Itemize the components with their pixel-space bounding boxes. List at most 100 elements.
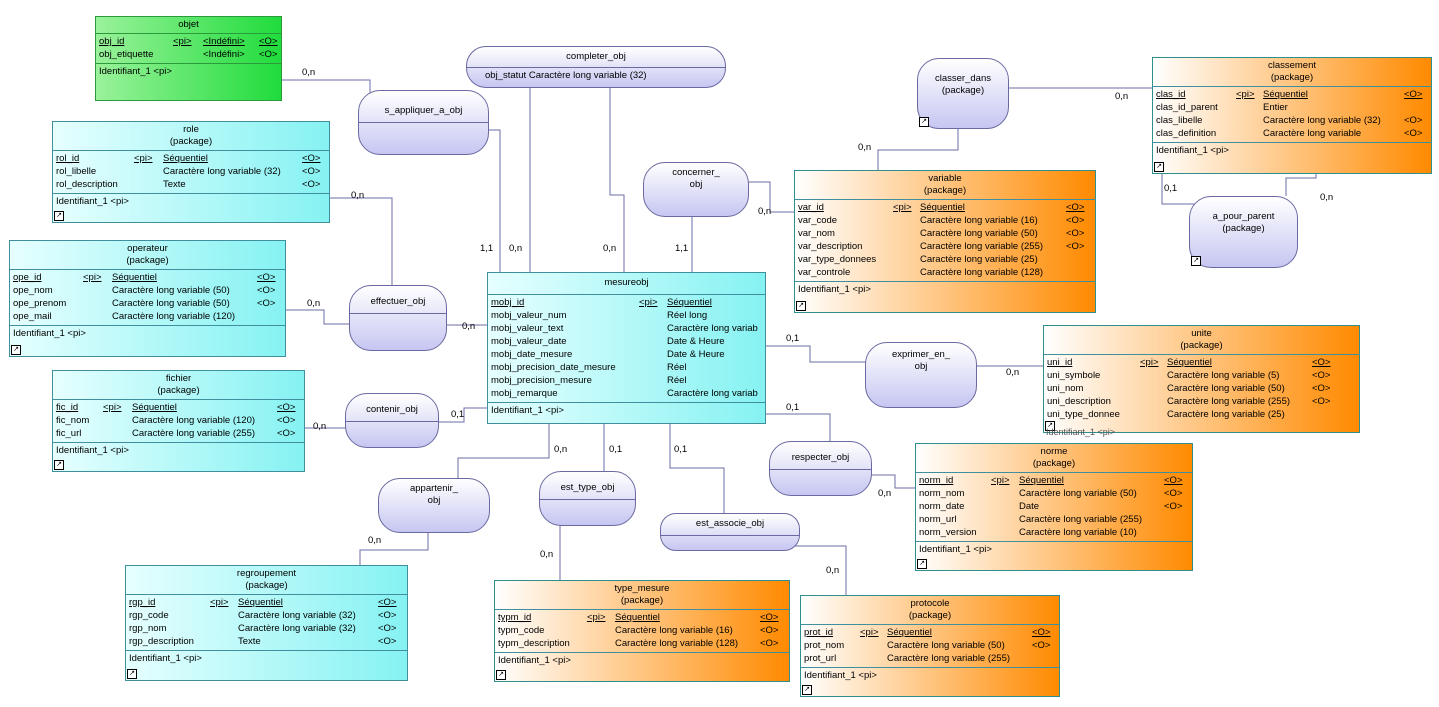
entity-title: type_mesure(package) xyxy=(495,581,789,610)
assoc-attribute: obj_statut Caractère long variable (32) xyxy=(467,67,725,84)
cardinality-label: 0,1 xyxy=(674,444,688,455)
cardinality-label: 0,n xyxy=(351,190,365,201)
link-variable-classer xyxy=(877,128,959,170)
link-role-effectuer xyxy=(330,197,393,286)
assoc-label: appartenir_obj xyxy=(409,483,459,506)
assoc-label: exprimer_en_obj xyxy=(891,349,951,372)
entity-title: regroupement(package) xyxy=(126,566,407,595)
entity-title: unite(package) xyxy=(1044,326,1359,355)
assoc-exprimer-en-obj[interactable]: exprimer_en_obj xyxy=(865,342,977,408)
cardinality-label: 1,1 xyxy=(480,243,494,254)
link-mesureobj-exprimer xyxy=(766,345,866,363)
entity-title: fichier(package) xyxy=(53,371,304,400)
entity-unite[interactable]: unite(package) uni_id<pi>Séquentiel<O> u… xyxy=(1043,325,1360,433)
entity-norme[interactable]: norme(package) norm_id<pi>Séquentiel<O> … xyxy=(915,443,1193,571)
assoc-label: respecter_obj xyxy=(791,452,850,463)
cardinality-label: 0,n xyxy=(603,243,617,254)
entity-title: objet xyxy=(96,17,281,34)
entity-classement[interactable]: classement(package) clas_id<pi>Séquentie… xyxy=(1152,57,1432,174)
assoc-classer-dans[interactable]: classer_dans(package) ↗ xyxy=(917,58,1009,129)
assoc-s-appliquer-a-obj[interactable]: s_appliquer_a_obj xyxy=(358,90,489,155)
entity-protocole[interactable]: protocole(package) prot_id<pi>Séquentiel… xyxy=(800,595,1060,697)
link-mesureobj-est-associe xyxy=(669,424,725,514)
assoc-respecter-obj[interactable]: respecter_obj xyxy=(769,441,872,496)
entity-operateur[interactable]: operateur(package) ope_id<pi>Séquentiel<… xyxy=(9,240,286,357)
entity-title: role(package) xyxy=(53,122,329,151)
cardinality-label: 0,n xyxy=(307,298,321,309)
assoc-label: a_pour_parent(package) xyxy=(1212,211,1275,234)
cardinality-label: 0,n xyxy=(540,549,554,560)
cardinality-label: 0,n xyxy=(758,206,772,217)
unite-truncated-identifier: Identifiant_1 <pi> xyxy=(1046,427,1116,437)
entity-title: operateur(package) xyxy=(10,241,285,270)
cardinality-label: 0,n xyxy=(878,488,892,499)
entity-identifier: Identifiant_1 <pi> xyxy=(491,405,564,416)
assoc-appartenir-obj[interactable]: appartenir_obj xyxy=(378,478,490,533)
cardinality-label: 0,1 xyxy=(786,333,800,344)
assoc-label: contenir_obj xyxy=(366,404,418,415)
assoc-concerner-obj[interactable]: concerner_obj xyxy=(643,162,749,217)
cardinality-label: 0,n xyxy=(462,321,476,332)
cardinality-label: 0,n xyxy=(554,444,568,455)
package-shortcut-icon: ↗ xyxy=(1191,256,1201,266)
cardinality-label: 0,1 xyxy=(1164,183,1178,194)
entity-title: variable(package) xyxy=(795,171,1095,200)
cardinality-label: 0,n xyxy=(509,243,523,254)
cardinality-label: 0,n xyxy=(858,142,872,153)
cardinality-label: 0,1 xyxy=(786,402,800,413)
package-shortcut-icon: ↗ xyxy=(496,670,506,680)
package-shortcut-icon: ↗ xyxy=(54,211,64,221)
assoc-effectuer-obj[interactable]: effectuer_obj xyxy=(349,285,447,351)
cardinality-label: 0,n xyxy=(1320,192,1334,203)
entity-identifier: Identifiant_1 <pi> xyxy=(56,445,129,456)
entity-identifier: Identifiant_1 <pi> xyxy=(129,653,202,664)
entity-identifier: Identifiant_1 <pi> xyxy=(56,196,129,207)
entity-title: classement(package) xyxy=(1153,58,1431,87)
cardinality-label: 1,1 xyxy=(675,243,689,254)
package-shortcut-icon: ↗ xyxy=(919,117,929,127)
entity-mesureobj[interactable]: mesureobj mobj_id<pi>Séquentiel mobj_val… xyxy=(487,272,766,424)
package-shortcut-icon: ↗ xyxy=(1045,421,1055,431)
package-shortcut-icon: ↗ xyxy=(796,301,806,311)
entity-identifier: Identifiant_1 <pi> xyxy=(798,284,871,295)
cardinality-label: 0,n xyxy=(368,535,382,546)
entity-variable[interactable]: variable(package) var_id<pi>Séquentiel<O… xyxy=(794,170,1096,313)
entity-identifier: Identifiant_1 <pi> xyxy=(804,670,877,681)
cardinality-label: 0,n xyxy=(1115,91,1129,102)
entity-role[interactable]: role(package) rol_id<pi>Séquentiel<O> ro… xyxy=(52,121,330,223)
entity-objet[interactable]: objet obj_id<pi><Indéfini><O> obj_etique… xyxy=(95,16,282,101)
entity-fields: obj_id<pi><Indéfini><O> obj_etiquette<In… xyxy=(96,34,281,64)
cardinality-label: 0,1 xyxy=(609,444,623,455)
assoc-label: s_appliquer_a_obj xyxy=(384,105,463,116)
entity-identifier: Identifiant_1 <pi> xyxy=(13,328,86,339)
entity-title: mesureobj xyxy=(488,273,765,295)
assoc-est-associe-obj[interactable]: est_associe_obj xyxy=(660,513,800,551)
assoc-completer-obj[interactable]: completer_obj obj_statut Caractère long … xyxy=(466,46,726,88)
link-operateur-effectuer xyxy=(286,309,350,325)
assoc-label: effectuer_obj xyxy=(370,296,426,307)
cardinality-label: 0,n xyxy=(1006,367,1020,378)
assoc-label: completer_obj xyxy=(566,51,626,62)
cardinality-label: 0,n xyxy=(313,421,327,432)
cardinality-label: 0,n xyxy=(302,67,316,78)
assoc-label: est_associe_obj xyxy=(695,518,765,529)
assoc-contenir-obj[interactable]: contenir_obj xyxy=(345,393,439,448)
package-shortcut-icon: ↗ xyxy=(802,685,812,695)
entity-type-mesure[interactable]: type_mesure(package) typm_id<pi>Séquenti… xyxy=(494,580,790,682)
entity-identifier: Identifiant_1 <pi> xyxy=(919,544,992,555)
entity-regroupement[interactable]: regroupement(package) rgp_id<pi>Séquenti… xyxy=(125,565,408,681)
assoc-label: concerner_obj xyxy=(672,167,720,190)
link-mesureobj-appartenir xyxy=(457,424,550,482)
assoc-a-pour-parent[interactable]: a_pour_parent(package) ↗ xyxy=(1189,196,1298,268)
entity-fichier[interactable]: fichier(package) fic_id<pi>Séquentiel<O>… xyxy=(52,370,305,472)
assoc-est-type-obj[interactable]: est_type_obj xyxy=(539,471,636,526)
package-shortcut-icon: ↗ xyxy=(1154,162,1164,172)
link-objet-s-appliquer xyxy=(282,79,371,102)
package-shortcut-icon: ↗ xyxy=(54,460,64,470)
